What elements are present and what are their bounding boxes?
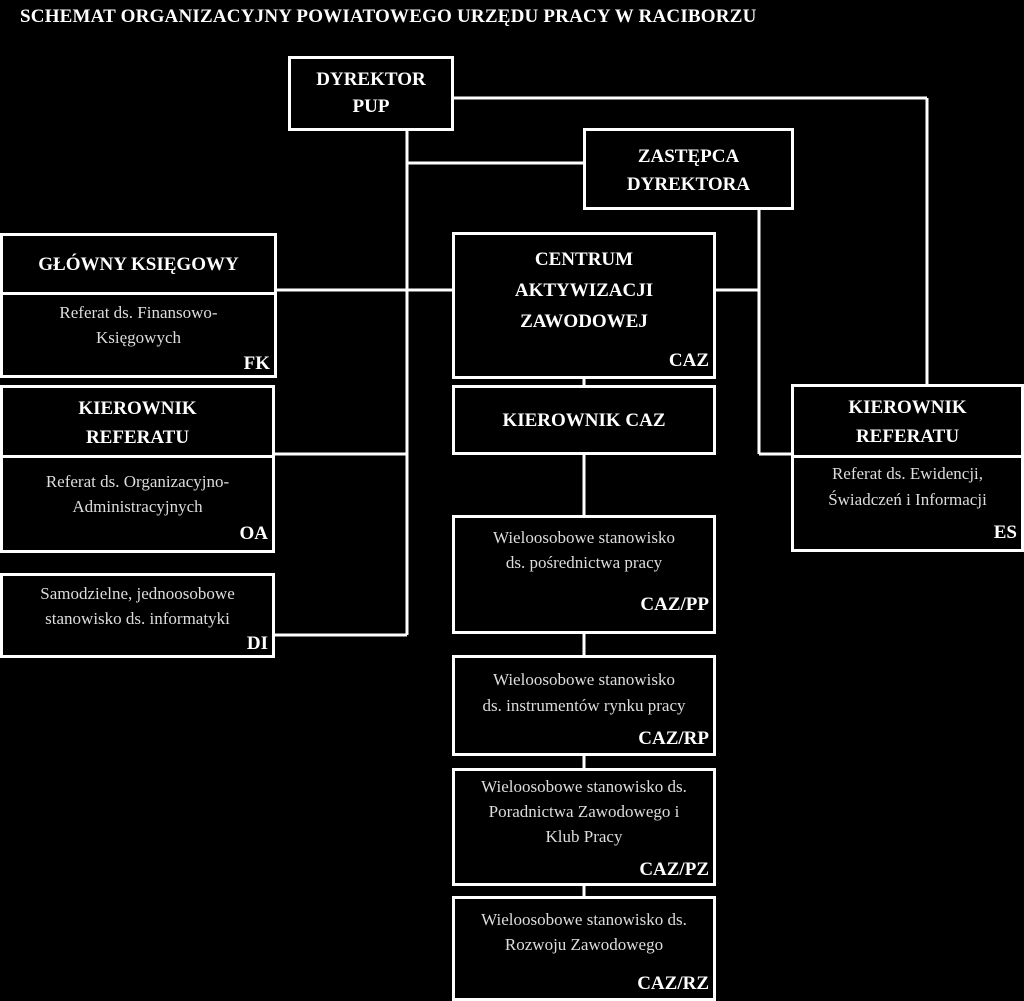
es-code: ES [993,522,1017,543]
es-heading-line1: KIEROWNIK [848,397,967,418]
director-line1: DYREKTOR [316,69,426,90]
it-position-box: Samodzielne, jednoosobowe stanowisko ds.… [0,573,275,658]
oa-dept-line1: Referat ds. Organizacyjno- [45,472,230,491]
director-box: DYREKTOR PUP [288,56,454,131]
caz-rz-box: Wieloosobowe stanowisko ds. Rozwoju Zawo… [452,896,716,1001]
caz-rz-line1: Wieloosobowe stanowisko ds. [481,910,687,929]
caz-pp-line1: Wieloosobowe stanowisko [492,528,676,547]
fk-dept-line2: Księgowych [96,328,181,347]
oa-manager-box: KIEROWNIK REFERATU Referat ds. Organizac… [0,385,275,553]
divider [3,455,272,458]
it-line1: Samodzielne, jednoosobowe [40,584,235,603]
oa-heading-line1: KIEROWNIK [78,398,197,419]
caz-rz-code: CAZ/RZ [637,973,709,994]
divider [3,292,274,295]
caz-pz-line2: Poradnictwa Zawodowego i [488,802,680,821]
caz-line2: AKTYWIZACJI [514,280,654,301]
deputy-line1: ZASTĘPCA [637,146,740,167]
caz-pz-line1: Wieloosobowe stanowisko ds. [481,777,687,796]
caz-line3: ZAWODOWEJ [520,311,648,332]
caz-rp-box: Wieloosobowe stanowisko ds. instrumentów… [452,655,716,756]
caz-pz-code: CAZ/PZ [639,859,709,880]
caz-rp-line1: Wieloosobowe stanowisko [492,670,676,689]
es-dept-line2: Świadczeń i Informacji [828,490,987,509]
caz-rp-code: CAZ/RP [638,728,709,749]
caz-rz-line2: Rozwoju Zawodowego [504,935,664,954]
es-dept-line1: Referat ds. Ewidencji, [831,464,984,483]
chief-accountant-heading: GŁÓWNY KSIĘGOWY [38,254,239,275]
caz-pz-line3: Klub Pracy [545,827,623,846]
deputy-director-box: ZASTĘPCA DYREKTORA [583,128,794,210]
caz-pp-box: Wieloosobowe stanowisko ds. pośrednictwa… [452,515,716,634]
fk-code: FK [243,353,270,374]
di-code: DI [246,633,268,654]
oa-dept-line2: Administracyjnych [72,497,203,516]
caz-pz-box: Wieloosobowe stanowisko ds. Poradnictwa … [452,768,716,886]
director-line2: PUP [352,96,390,117]
caz-line1: CENTRUM [534,249,634,270]
caz-pp-code: CAZ/PP [640,594,709,615]
fk-dept-line1: Referat ds. Finansowo- [59,303,218,322]
chief-accountant-box: GŁÓWNY KSIĘGOWY Referat ds. Finansowo- K… [0,233,277,378]
caz-box: CENTRUM AKTYWIZACJI ZAWODOWEJ CAZ [452,232,716,379]
divider [794,455,1021,458]
caz-pp-line2: ds. pośrednictwa pracy [505,553,663,572]
it-line2: stanowisko ds. informatyki [45,609,230,628]
oa-code: OA [239,523,269,544]
es-heading-line2: REFERATU [855,426,960,447]
oa-heading-line2: REFERATU [85,427,190,448]
caz-manager-heading: KIEROWNIK CAZ [502,410,666,431]
es-manager-box: KIEROWNIK REFERATU Referat ds. Ewidencji… [791,384,1024,552]
chart-title: SCHEMAT ORGANIZACYJNY POWIATOWEGO URZĘDU… [20,6,757,27]
deputy-line2: DYREKTORA [626,174,751,195]
caz-rp-line2: ds. instrumentów rynku pracy [482,696,686,715]
caz-code: CAZ [668,350,709,371]
caz-manager-box: KIEROWNIK CAZ [452,385,716,455]
